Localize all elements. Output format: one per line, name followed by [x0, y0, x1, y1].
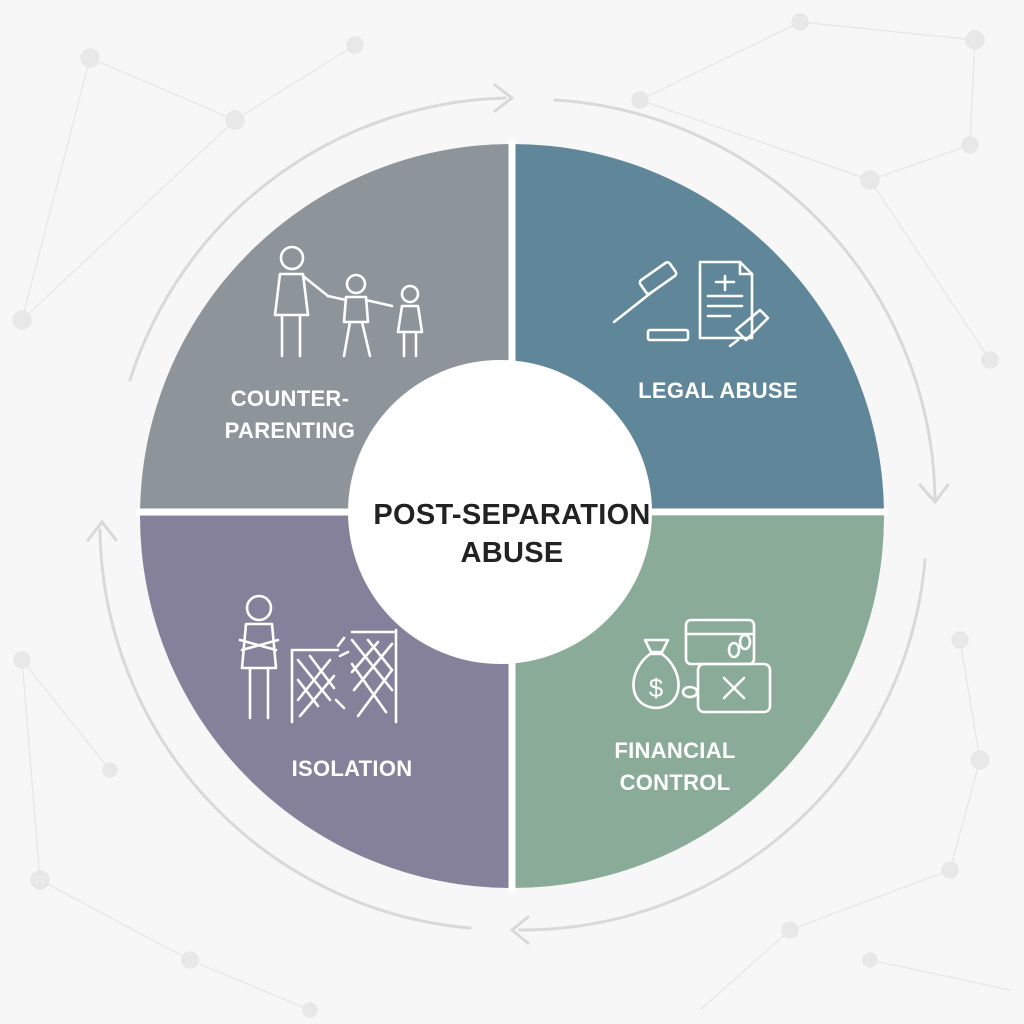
center-circle: [348, 360, 652, 664]
person-fence-icon: [238, 594, 398, 724]
center-title-line2: ABUSE: [460, 537, 563, 569]
gavel-document-icon: [612, 260, 770, 348]
label-financial-control-line2: CONTROL: [620, 770, 731, 795]
label-isolation: ISOLATION: [292, 756, 413, 781]
svg-text:$: $: [649, 673, 664, 703]
background-network: [12, 13, 1011, 1018]
arrow-right-icon: [493, 83, 515, 113]
center-title-line1: POST-SEPARATION: [373, 499, 650, 531]
arrow-down-icon: [918, 483, 950, 505]
cycle-arrowheads: [86, 83, 950, 945]
label-counter-parenting-line2: PARENTING: [225, 418, 356, 443]
label-legal-abuse: LEGAL ABUSE: [638, 378, 798, 403]
family-icon: [273, 245, 424, 358]
label-counter-parenting-line1: COUNTER-: [231, 386, 350, 411]
money-chain-icon: $: [632, 618, 772, 714]
cycle-ring: [98, 96, 937, 932]
arrow-up-icon: [86, 519, 118, 542]
arrow-left-icon: [509, 915, 530, 945]
label-financial-control-line1: FINANCIAL: [614, 738, 735, 763]
